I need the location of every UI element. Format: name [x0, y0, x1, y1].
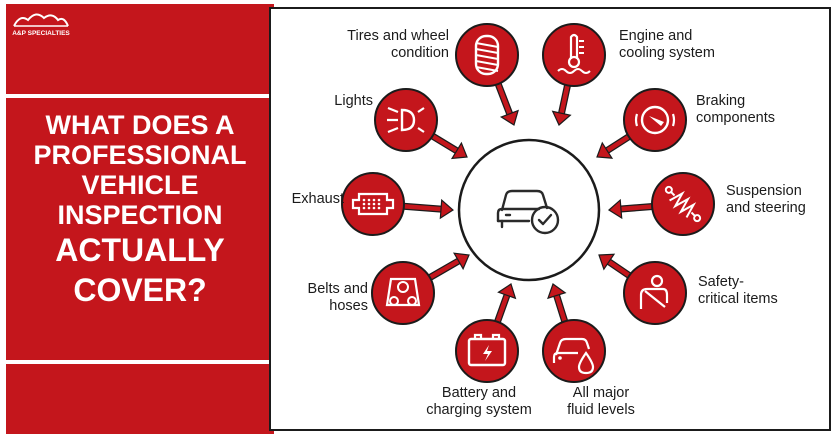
arrow-8: [598, 253, 633, 280]
headline-line-4: INSPECTION: [57, 200, 223, 230]
bubble-7: [371, 261, 435, 325]
headlight-icon: [387, 106, 425, 134]
arrow-6: [608, 198, 655, 220]
bubble-2: [542, 23, 606, 87]
red-band-top: [6, 4, 274, 94]
bubble-1: [455, 23, 519, 87]
arrow-2: [551, 82, 572, 126]
arrow-9: [493, 283, 517, 325]
headline-line-2: PROFESSIONAL: [33, 140, 247, 170]
seatbelt-person-icon: [639, 274, 669, 309]
bubble-3: [374, 88, 438, 152]
bubble-9: [455, 319, 519, 383]
headline-line-3: VEHICLE: [81, 170, 199, 200]
car-fluid-drop-icon: [552, 337, 595, 375]
headline-line-5: ACTUALLY: [55, 232, 225, 268]
label-lights: Lights: [334, 93, 373, 109]
headline-line-1: WHAT DOES A: [45, 110, 235, 140]
bubble-4: [623, 88, 687, 152]
car-check-icon: [496, 189, 560, 235]
headline: WHAT DOES A PROFESSIONAL VEHICLE INSPECT…: [6, 110, 274, 310]
logo-text: A&P SPECIALTIES: [12, 30, 70, 37]
label-exhaust: Exhaust: [291, 191, 344, 207]
center-hub: [457, 138, 601, 282]
tire-icon: [474, 34, 500, 76]
red-band-bottom: [6, 364, 274, 434]
bubbles-group: [341, 23, 715, 383]
headline-line-6: COVER?: [73, 272, 207, 308]
exhaust-muffler-icon: [351, 192, 395, 216]
arrow-1: [494, 80, 519, 126]
bubble-8: [623, 261, 687, 325]
red-band-main: [6, 98, 274, 360]
company-logo: A&P SPECIALTIES: [12, 13, 70, 37]
arrows-group: [401, 80, 655, 325]
diagram-canvas: [269, 7, 831, 431]
shock-absorber-icon: [664, 185, 702, 223]
arrow-3: [428, 132, 468, 160]
bubble-5: [341, 172, 405, 236]
arrow-5: [401, 198, 454, 220]
arrow-7: [426, 252, 470, 282]
left-panel: A&P SPECIALTIES WHAT DOES A PROFESSIONAL…: [0, 0, 278, 440]
label-safety: Safety-critical items: [698, 274, 778, 307]
brake-disc-icon: [634, 105, 676, 135]
arrow-10: [547, 283, 569, 325]
thermometer-coolant-icon: [557, 33, 591, 74]
bubble-10: [542, 319, 606, 383]
belt-pulley-icon: [385, 277, 421, 307]
bubble-6: [651, 172, 715, 236]
arrow-4: [596, 132, 633, 159]
car-battery-icon: [467, 333, 507, 367]
